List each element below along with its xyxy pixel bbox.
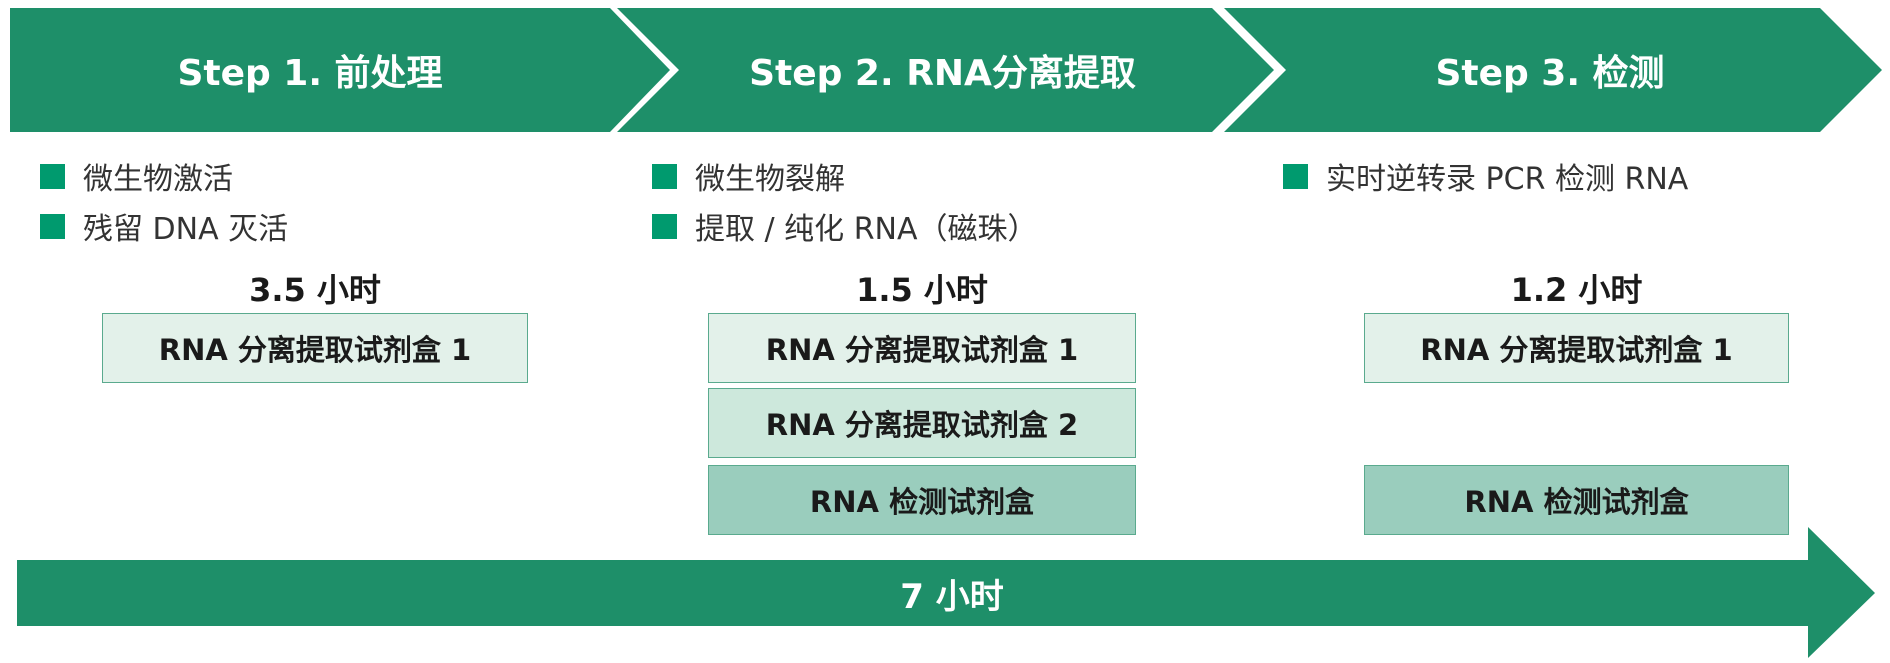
kit-box-rna-extraction-1: RNA 分离提取试剂盒 1 <box>1364 313 1789 383</box>
step-1-title: Step 1. 前处理 <box>177 53 443 94</box>
step-3-bullets: 实时逆转录 PCR 检测 RNA <box>1283 151 1688 201</box>
kit-box-rna-extraction-2: RNA 分离提取试剂盒 2 <box>708 388 1136 458</box>
kit-box-rna-detection: RNA 检测试剂盒 <box>1364 465 1789 535</box>
bullet-text: 实时逆转录 PCR 检测 RNA <box>1326 162 1689 197</box>
bullet-square-icon <box>652 213 677 239</box>
step-2-bullets: 微生物裂解 提取 / 纯化 RNA（磁珠） <box>652 151 1038 251</box>
bullet-text: 残留 DNA 灭活 <box>83 212 289 247</box>
kit-box-rna-extraction-1: RNA 分离提取试剂盒 1 <box>102 313 528 383</box>
step-3-duration: 1.2 小时 <box>1510 271 1643 309</box>
step-3-title: Step 3. 检测 <box>1435 53 1665 94</box>
bullet-square-icon <box>652 163 677 189</box>
step-2-duration: 1.5 小时 <box>856 271 988 309</box>
step-1-duration: 3.5 小时 <box>249 271 381 309</box>
bullet-text: 微生物激活 <box>83 162 233 197</box>
step-3-chevron <box>1224 8 1882 132</box>
list-item: 提取 / 纯化 RNA（磁珠） <box>652 201 1038 251</box>
step-1-bullets: 微生物激活 残留 DNA 灭活 <box>40 151 288 251</box>
kit-box-rna-detection: RNA 检测试剂盒 <box>708 465 1136 535</box>
kit-box-rna-extraction-1: RNA 分离提取试剂盒 1 <box>708 313 1136 383</box>
step-1-chevron <box>10 8 670 132</box>
bullet-text: 微生物裂解 <box>695 162 845 197</box>
list-item: 实时逆转录 PCR 检测 RNA <box>1283 151 1688 201</box>
total-time-label: 7 小时 <box>900 576 1004 617</box>
list-item: 微生物裂解 <box>652 151 1038 201</box>
bullet-square-icon <box>40 163 65 189</box>
step-2-chevron <box>617 8 1274 132</box>
list-item: 残留 DNA 灭活 <box>40 201 288 251</box>
bullet-text: 提取 / 纯化 RNA（磁珠） <box>695 212 1038 247</box>
bullet-square-icon <box>1283 163 1308 189</box>
step-2-title: Step 2. RNA分离提取 <box>749 53 1136 94</box>
total-arrow <box>17 527 1875 658</box>
list-item: 微生物激活 <box>40 151 288 201</box>
bullet-square-icon <box>40 213 65 239</box>
